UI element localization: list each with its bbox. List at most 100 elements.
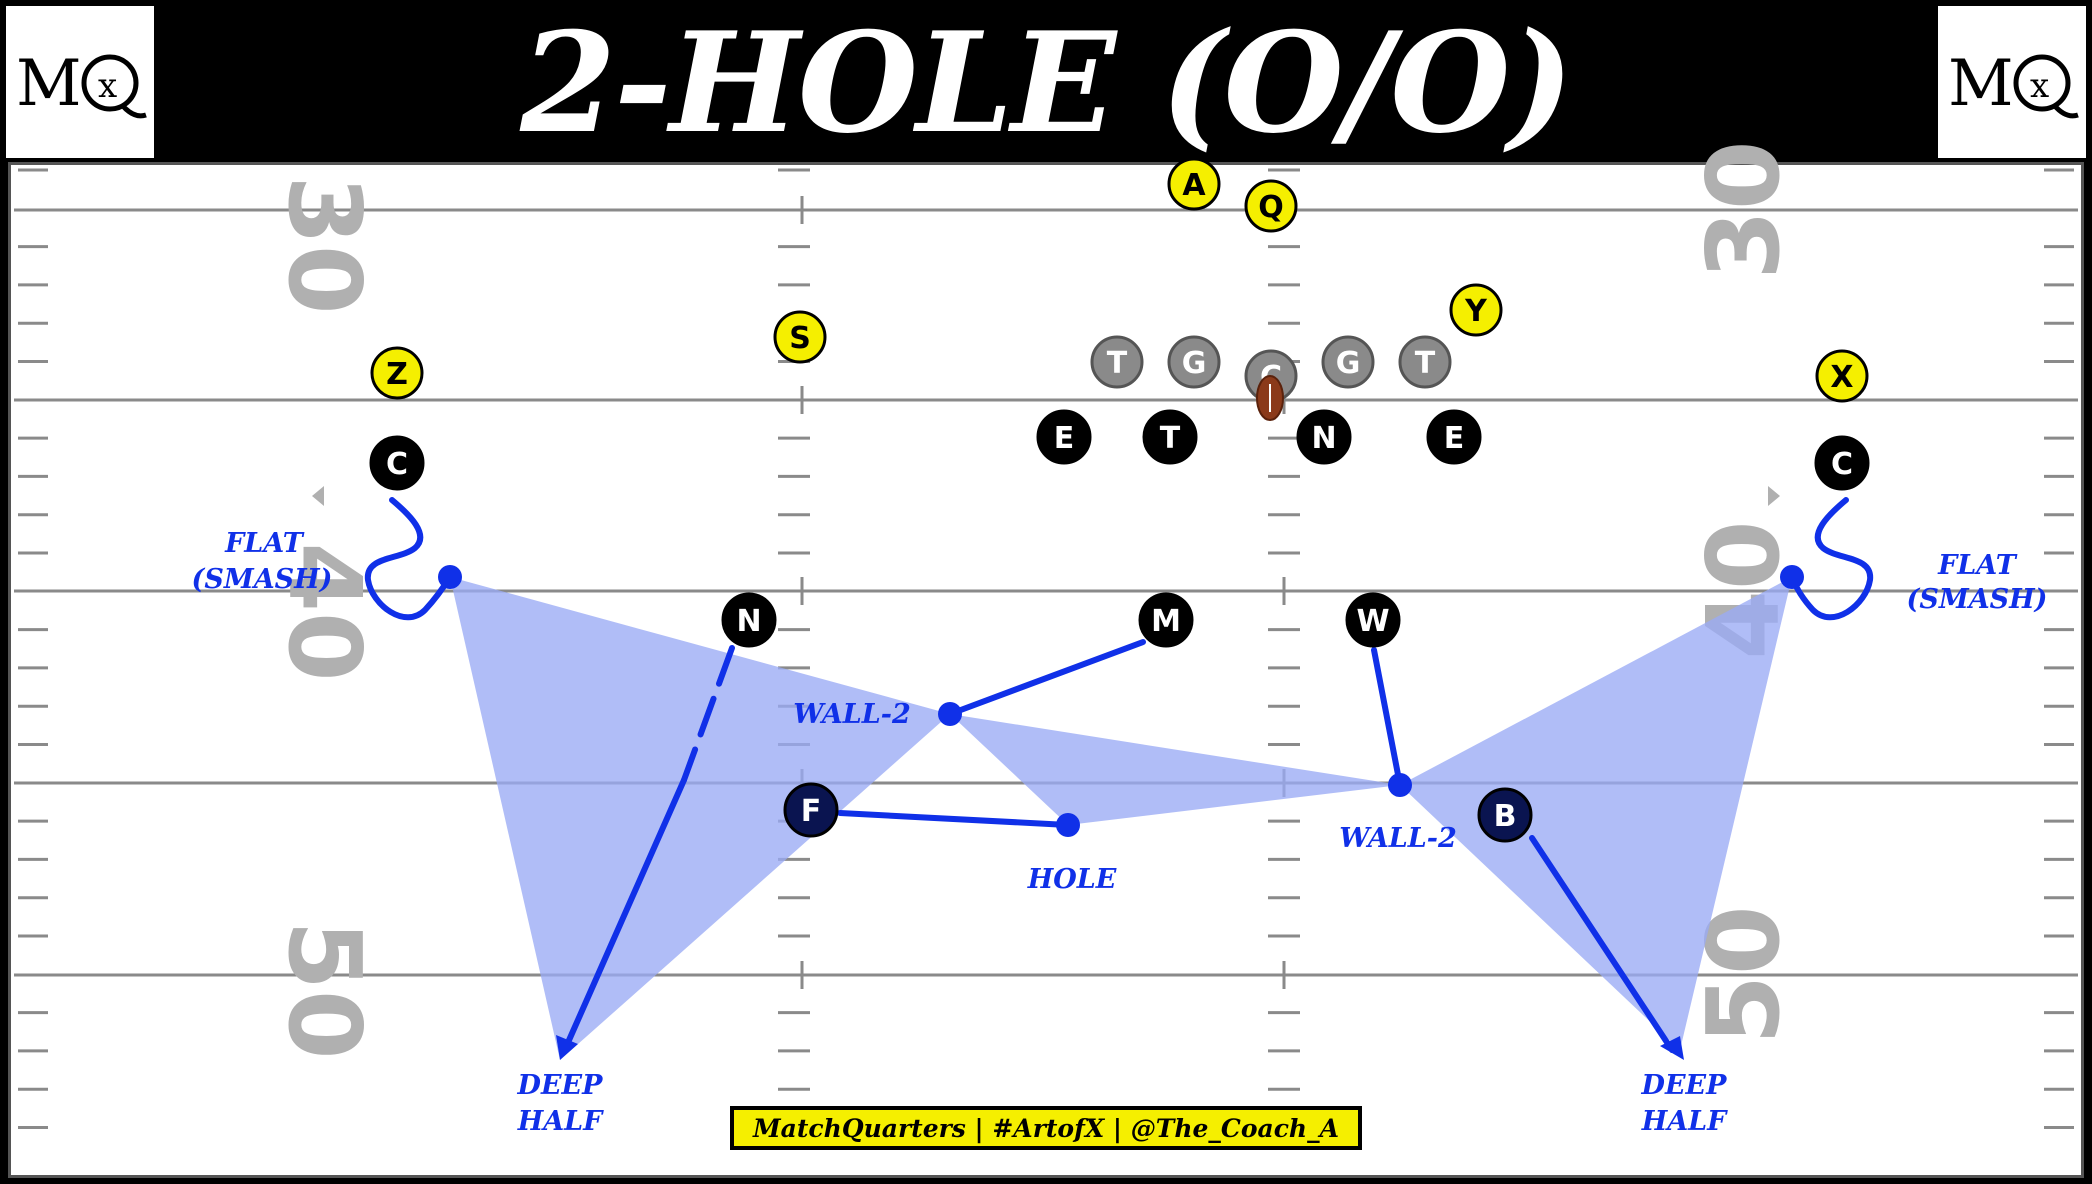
defense-player-circle	[721, 592, 777, 648]
flat-left-sub: (SMASH)	[192, 564, 333, 595]
defense-player: C	[1814, 435, 1870, 491]
offense-player-label: A	[1182, 168, 1206, 203]
defense-player-circle	[1345, 592, 1401, 648]
route-m-wall	[947, 639, 1146, 717]
svg-text:x: x	[2030, 66, 2049, 106]
defense-player-circle	[369, 435, 425, 491]
offensive-lineman-label: T	[1415, 346, 1436, 381]
offense-player: Q	[1244, 179, 1298, 233]
offense-player: Y	[1449, 283, 1503, 337]
deep-defender-label: F	[801, 794, 822, 829]
arrowhead-icon	[1660, 1036, 1684, 1060]
offense-player: Z	[370, 346, 424, 400]
zone-right-deep	[1400, 577, 1792, 1050]
logo-right: M x	[1938, 6, 2086, 158]
offensive-lineman: G	[1167, 335, 1221, 389]
wall-dot	[938, 702, 962, 726]
play-title: 2-HOLE (O/O)	[520, 1, 1574, 164]
yard-number: 30	[266, 175, 383, 314]
defense-player-circle	[1142, 409, 1198, 465]
offensive-lineman-circle	[1090, 335, 1144, 389]
route-flat-right	[1789, 497, 1874, 621]
deep-defender-label: B	[1494, 799, 1517, 834]
route-w-wall	[1371, 647, 1403, 788]
defense-player: T	[1142, 409, 1198, 465]
football-icon	[1256, 375, 1284, 421]
logo-left: M x	[6, 6, 154, 158]
yard-number: 50	[266, 920, 383, 1059]
wall-dot	[1388, 773, 1412, 797]
deep-defender: F	[783, 782, 839, 838]
svg-text:x: x	[98, 66, 117, 106]
offense-player-label: Z	[386, 357, 408, 392]
defense-player-label: E	[1444, 421, 1465, 456]
offense-player: S	[773, 310, 827, 364]
route-n-dashed	[681, 645, 735, 783]
zone-hole	[950, 714, 1400, 825]
flat-right-sub: (SMASH)	[1907, 584, 2048, 615]
offensive-lineman: T	[1090, 335, 1144, 389]
offense-player: A	[1167, 157, 1221, 211]
deep-right-label: DEEP	[1641, 1070, 1728, 1101]
offensive-lineman-circle	[1321, 335, 1375, 389]
route-f-hole	[837, 810, 1071, 828]
offensive-lineman: T	[1398, 335, 1452, 389]
defense-player-label: N	[1311, 421, 1336, 456]
deep-right-sub: HALF	[1641, 1106, 1728, 1137]
offense-player-circle	[1167, 157, 1221, 211]
yard-number: 40	[266, 542, 383, 681]
coverage-zones	[450, 577, 1792, 1060]
header-bar	[0, 0, 2092, 162]
offensive-lineman-circle	[1167, 335, 1221, 389]
direction-arrow-icon	[1768, 486, 1780, 506]
offensive-lineman-circle	[1398, 335, 1452, 389]
offense-player-label: Q	[1258, 190, 1284, 225]
defense-player: E	[1426, 409, 1482, 465]
defense-player-circle	[1036, 409, 1092, 465]
offense-player-circle	[1815, 349, 1869, 403]
direction-arrow-icon	[312, 486, 324, 506]
offense-player-label: S	[789, 321, 811, 356]
defense-player: E	[1036, 409, 1092, 465]
yard-lines	[14, 208, 2078, 977]
flat-dot	[438, 565, 462, 589]
hole-dot	[1056, 813, 1080, 837]
wall-left-label: WALL-2	[793, 699, 911, 730]
defense-player-label: T	[1160, 421, 1181, 456]
offensive-lineman-label: T	[1107, 346, 1128, 381]
flat-dot	[1780, 565, 1804, 589]
defense-player-circle	[1426, 409, 1482, 465]
defense-player: M	[1138, 592, 1194, 648]
deep-defender-circle	[1477, 787, 1533, 843]
yard-number: 30	[1685, 140, 1802, 279]
offense-player: X	[1815, 349, 1869, 403]
route-n-deep	[563, 777, 687, 1050]
defense-player: C	[369, 435, 425, 491]
defense-player-label: C	[1831, 447, 1853, 482]
offensive-lineman-label: G	[1182, 346, 1207, 381]
svg-text:M: M	[16, 47, 82, 121]
offense-player-label: Y	[1464, 294, 1488, 329]
offensive-lineman: G	[1321, 335, 1375, 389]
assignment-lines	[364, 497, 1874, 1053]
defense-player-circle	[1296, 409, 1352, 465]
flat-right-label: FLAT	[1937, 550, 2018, 581]
route-b-deep	[1529, 835, 1675, 1053]
defense-player-label: M	[1151, 604, 1181, 639]
arrowhead-icon	[556, 1035, 578, 1060]
assignment-text: FLAT (SMASH) FLAT (SMASH) WALL-2 WALL-2 …	[192, 528, 2048, 1137]
zone-left-deep	[450, 577, 950, 1060]
flat-left-label: FLAT	[224, 528, 305, 559]
deep-left-sub: HALF	[517, 1106, 604, 1137]
mqx-logo-right: M x	[1948, 47, 2079, 121]
route-flat-left	[364, 497, 453, 621]
offense-player-circle	[1449, 283, 1503, 337]
defense-player: N	[721, 592, 777, 648]
svg-text:M: M	[1948, 47, 2014, 121]
landmark-dots	[438, 565, 1804, 837]
offense-player-circle	[1244, 179, 1298, 233]
defense-player-label: E	[1054, 421, 1075, 456]
defense-player-circle	[1138, 592, 1194, 648]
